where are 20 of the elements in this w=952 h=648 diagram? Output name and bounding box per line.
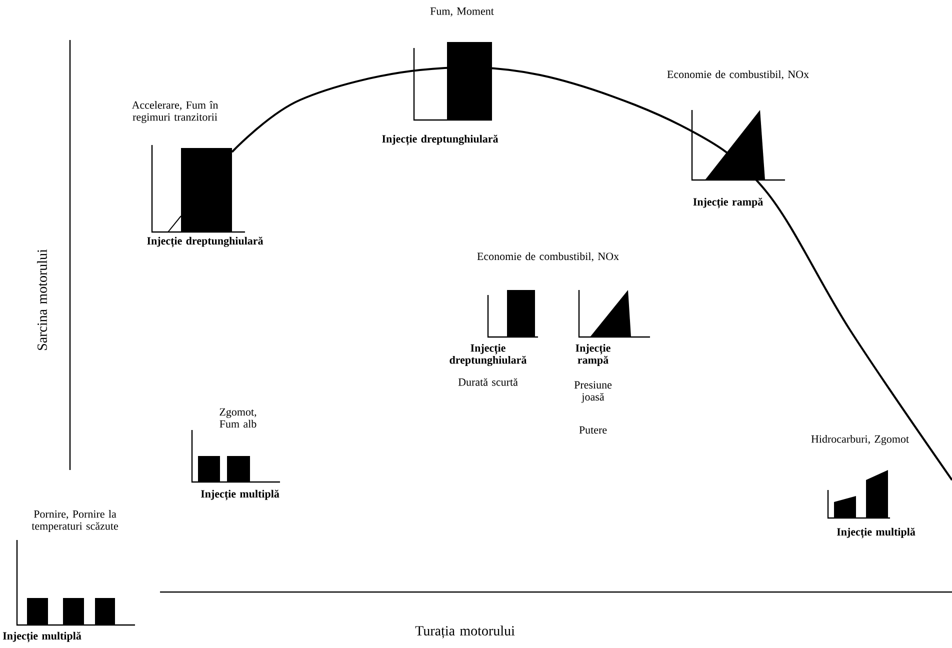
axis-label: Sarcina motorului [37,249,47,350]
injection-type-label: Injecție multiplă [2,632,82,642]
injection-type-label: Injecție rampă [693,198,763,208]
injection-type-label: Injecție dreptunghiulară [382,134,498,146]
injection-type-label: Injecție dreptunghiulară [450,344,527,366]
effect-label: Zgomot, Fum alb [220,408,256,428]
injection-type-label: Injecție dreptunghiulară [147,236,264,248]
injection-type-label: Injecție multiplă [836,528,916,538]
effect-label: Accelerare, Fum în regimuri tranzitorii [132,101,218,123]
effect-label: Durată scurtă [458,378,518,386]
effect-label: Putere [579,426,607,434]
effect-label: Pornire, Pornire la temperaturi scăzute [32,510,118,532]
effect-label: Economie de combustibil, NOx [667,70,809,80]
injection-type-label: Injecție multiplă [200,490,280,500]
axis-label: Turația motorului [415,626,515,638]
effect-label: Fum, Moment [430,8,494,16]
effect-label: Economie de combustibil, NOx [477,252,619,262]
injection-type-label: Injecție rampă [576,344,610,366]
effect-label: Presiune joasă [574,381,612,403]
effect-label: Hidrocarburi, Zgomot [811,435,909,445]
